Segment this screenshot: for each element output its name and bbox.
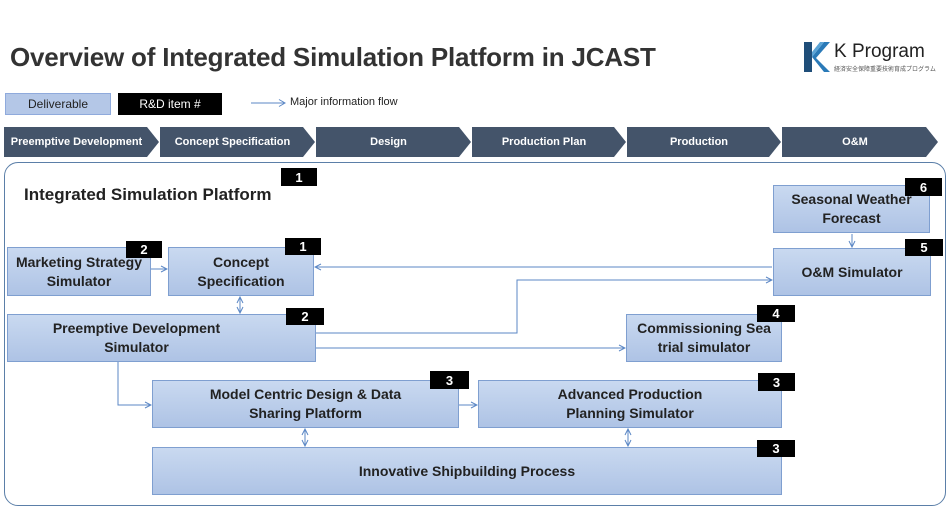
stage-production: Production — [627, 127, 781, 157]
advanced-production-planning-simulator: Advanced Production Planning Simulator — [478, 380, 782, 428]
legend-rd-item: R&D item # — [118, 93, 222, 115]
platform-badge: 1 — [281, 168, 317, 186]
k-logo-icon — [804, 42, 830, 72]
innovative-shipbuilding-process: Innovative Shipbuilding Process — [152, 447, 782, 495]
platform-title: Integrated Simulation Platform — [24, 185, 272, 204]
stage-concept-specification: Concept Specification — [160, 127, 315, 157]
concept-badge: 1 — [285, 238, 321, 255]
shipbuilding-badge: 3 — [757, 440, 795, 457]
weather-badge: 6 — [905, 178, 942, 196]
stage-production-plan: Production Plan — [472, 127, 626, 157]
stage-design: Design — [316, 127, 471, 157]
concept-specification-box: Concept Specification — [168, 247, 314, 296]
commissioning-badge: 4 — [757, 305, 795, 322]
model-centric-design-platform: Model Centric Design & Data Sharing Plat… — [152, 380, 459, 428]
stage-preemptive-development: Preemptive Development — [4, 127, 159, 157]
marketing-badge: 2 — [126, 241, 162, 258]
page-title: Overview of Integrated Simulation Platfo… — [10, 42, 656, 72]
preemptive-development-simulator: Preemptive Development Simulator — [7, 314, 316, 362]
om-simulator: O&M Simulator — [773, 248, 931, 296]
logo-text: K Program — [834, 41, 925, 62]
k-program-logo: K Program 経済安全保障重要技術育成プログラム — [802, 40, 942, 76]
stage-om: O&M — [782, 127, 938, 157]
model-badge: 3 — [430, 371, 469, 389]
preemptive-badge: 2 — [286, 308, 324, 325]
production-badge: 3 — [758, 373, 795, 391]
om-badge: 5 — [905, 239, 943, 256]
seasonal-weather-forecast: Seasonal Weather Forecast — [773, 185, 930, 233]
legend-deliverable: Deliverable — [5, 93, 111, 115]
legend-flow-label: Major information flow — [290, 96, 398, 108]
legend-arrow-icon — [251, 99, 286, 107]
logo-subtitle: 経済安全保障重要技術育成プログラム — [834, 67, 936, 73]
